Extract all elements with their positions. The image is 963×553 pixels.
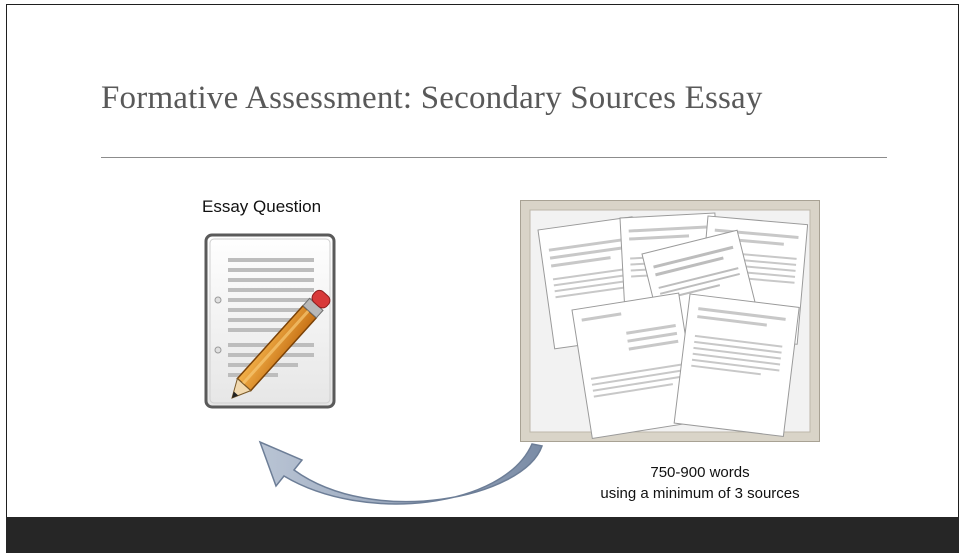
slide-border: [6, 4, 959, 517]
essay-question-label: Essay Question: [202, 197, 322, 216]
caption-sources-requirement: using a minimum of 3 sources: [600, 485, 800, 502]
caption-word-count: 750-900 words: [650, 464, 750, 481]
word-count-caption: 750-900 words using a minimum of 3 sourc…: [560, 462, 840, 504]
footer-bar: [6, 517, 959, 553]
document-pencil-icon: [204, 233, 336, 409]
curved-arrow-icon: [258, 440, 543, 505]
title-divider: [101, 157, 887, 158]
research-papers-collage: [520, 200, 820, 442]
slide-title: Formative Assessment: Secondary Sources …: [101, 80, 763, 116]
